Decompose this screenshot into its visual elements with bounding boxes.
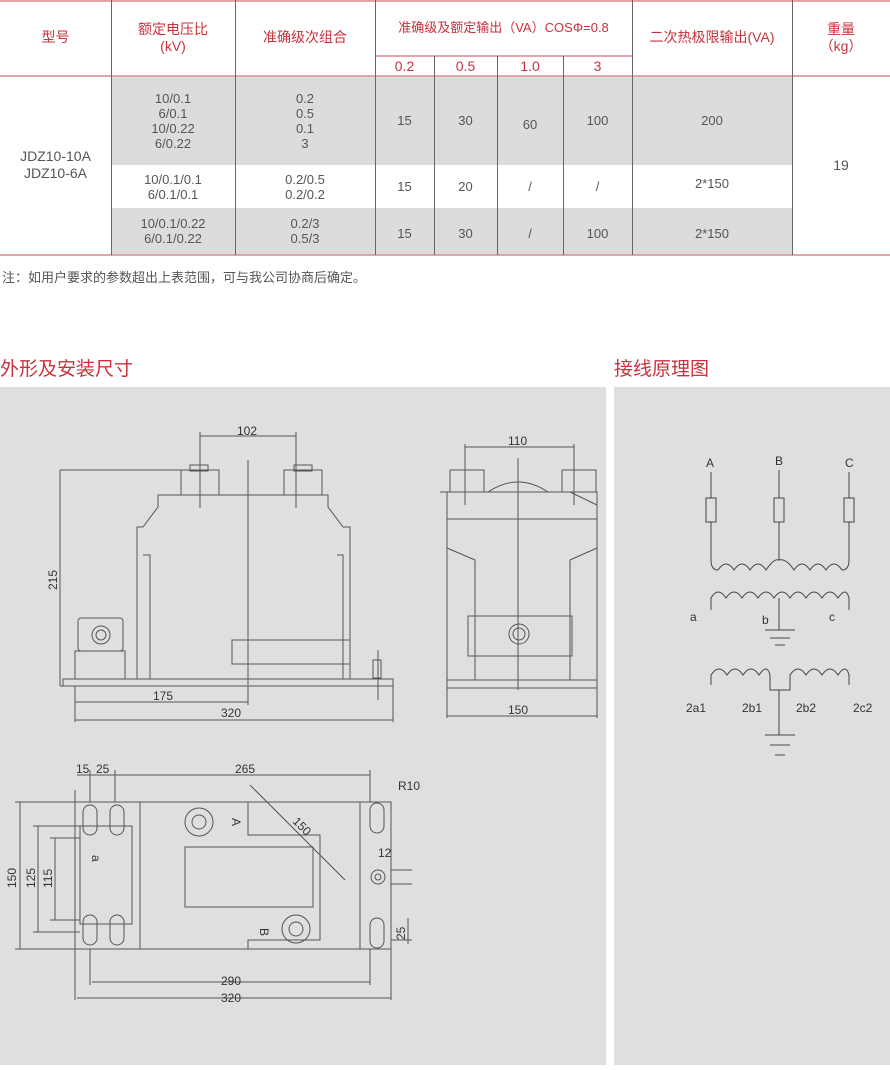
wiring-label-C: C bbox=[845, 456, 854, 470]
dim-plan-12: 12 bbox=[378, 846, 392, 860]
dim-plan-265: 265 bbox=[235, 762, 255, 776]
output-cell: / bbox=[528, 225, 532, 241]
ratio-cell: 10/0.1 6/0.1 10/0.22 6/0.22 bbox=[151, 90, 195, 151]
wiring-label-c: c bbox=[829, 610, 835, 624]
thermal-cell: 200 bbox=[701, 113, 723, 128]
header-weight: 重量 （kg） bbox=[819, 20, 863, 54]
spec-table: 型号 额定电压比 (kV) 准确级次组合 准确级及额定输出（VA）COSΦ=0.… bbox=[0, 0, 890, 256]
output-cell: 100 bbox=[586, 225, 609, 241]
dim-plan-25b: 25 bbox=[394, 926, 408, 940]
wiring-label-A: A bbox=[706, 456, 714, 470]
wiring-label-2a1: 2a1 bbox=[686, 701, 706, 715]
combo-cell: 0.2/3 0.5/3 bbox=[290, 216, 320, 246]
dim-plan-h150: 150 bbox=[5, 868, 19, 888]
dim-plan-290: 290 bbox=[221, 974, 241, 988]
wiring-label-B: B bbox=[775, 454, 783, 468]
dim-plan-320: 320 bbox=[221, 991, 241, 1005]
output-cell: 15 bbox=[397, 225, 412, 241]
dim-front-height: 215 bbox=[46, 570, 60, 590]
output-cell: / bbox=[528, 179, 532, 194]
output-cell: 15 bbox=[397, 179, 412, 194]
dim-plan-h125: 125 bbox=[24, 868, 38, 888]
secondary-a-mark: a bbox=[89, 855, 103, 862]
plan-view bbox=[15, 770, 412, 1000]
wiring-label-2b1: 2b1 bbox=[742, 701, 762, 715]
output-cell: 15 bbox=[397, 113, 412, 128]
output-cell: 30 bbox=[458, 225, 473, 241]
dim-front-length: 320 bbox=[221, 706, 241, 720]
dim-plan-r10: R10 bbox=[398, 779, 420, 793]
table-note: 注：如用户要求的参数超出上表范围，可与我公司协商后确定。 bbox=[2, 270, 367, 285]
header-output-group: 准确级及额定输出（VA）COSΦ=0.8 bbox=[398, 20, 609, 35]
header-accuracy-combo: 准确级次组合 bbox=[263, 29, 347, 45]
wiring-title: 接线原理图 bbox=[614, 359, 710, 380]
outline-drawing: 102 215 175 320 110 150 15 25 265 R10 15… bbox=[5, 424, 598, 1005]
output-cell: / bbox=[595, 179, 600, 194]
combo-cell: 0.2/0.5 0.2/0.2 bbox=[285, 171, 325, 202]
model-cell: JDZ10-10A JDZ10-6A bbox=[20, 148, 91, 181]
output-cell: 100 bbox=[586, 113, 609, 128]
terminal-a-mark: A bbox=[229, 818, 243, 826]
header-thermal: 二次热极限输出(VA) bbox=[649, 29, 775, 45]
dimensions-title: 外形及安装尺寸 bbox=[0, 359, 134, 380]
wiring-label-a: a bbox=[690, 610, 697, 624]
wiring-label-2c2: 2c2 bbox=[853, 701, 873, 715]
thermal-cell: 2*150 bbox=[695, 176, 729, 191]
output-cell: 20 bbox=[458, 179, 473, 194]
wiring-label-b: b bbox=[762, 613, 769, 627]
dim-plan-25: 25 bbox=[96, 762, 110, 776]
dim-front-offset: 175 bbox=[153, 689, 173, 703]
header-class-0-2: 0.2 bbox=[394, 57, 415, 74]
header-class-3: 3 bbox=[593, 57, 602, 74]
weight-cell: 19 bbox=[833, 156, 849, 173]
front-view bbox=[59, 432, 394, 722]
wiring-label-2b2: 2b2 bbox=[796, 701, 816, 715]
dim-plan-h115: 115 bbox=[41, 869, 55, 888]
dim-front-top-spacing: 102 bbox=[237, 424, 257, 438]
header-class-1-0: 1.0 bbox=[520, 57, 540, 74]
output-cell: 60 bbox=[522, 117, 538, 132]
header-model: 型号 bbox=[41, 29, 70, 45]
terminal-b-mark: B bbox=[257, 928, 271, 936]
wiring-diagram: A B C a b c 2a1 2b1 2b2 2c2 bbox=[686, 454, 873, 756]
output-cell: 30 bbox=[458, 113, 473, 128]
thermal-cell: 2*150 bbox=[695, 225, 729, 241]
ratio-cell: 10/0.1/0.1 6/0.1/0.1 bbox=[144, 171, 202, 202]
dim-plan-15: 15 bbox=[76, 762, 90, 776]
dim-side-width: 150 bbox=[508, 703, 528, 717]
dim-side-top-spacing: 110 bbox=[508, 434, 527, 448]
wiring-diagram-panel: A B C a b c 2a1 2b1 2b2 2c2 bbox=[614, 387, 890, 1065]
dimension-drawing-panel: 102 215 175 320 110 150 15 25 265 R10 15… bbox=[0, 387, 606, 1065]
header-ratio: 额定电压比 (kV) bbox=[138, 20, 208, 54]
combo-cell: 0.2 0.5 0.1 3 bbox=[295, 90, 315, 151]
header-class-0-5: 0.5 bbox=[455, 57, 476, 74]
ratio-cell: 10/0.1/0.22 6/0.1/0.22 bbox=[140, 216, 206, 246]
side-view bbox=[440, 444, 598, 718]
